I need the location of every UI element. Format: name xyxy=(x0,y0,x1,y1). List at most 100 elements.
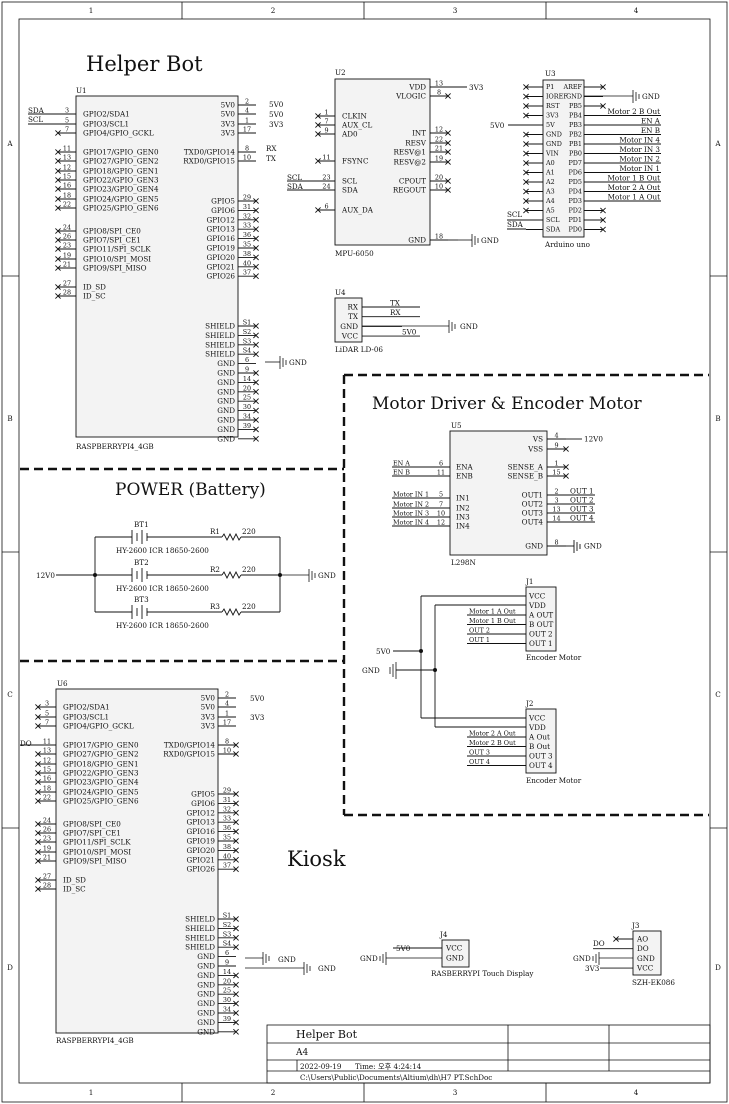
u2-net-scl: SCL xyxy=(287,173,302,182)
u6-net-3v3: 3V3 xyxy=(250,713,265,722)
no-connect-mark xyxy=(523,93,529,100)
no-connect-mark xyxy=(35,761,41,767)
u3-right-pin-pd0: PD0 xyxy=(569,226,583,234)
battery-ref-bt2: BT2 xyxy=(134,558,149,567)
u1-uart-pin-1: RXD0/GPIO15 xyxy=(183,157,235,166)
u1-gnd-7-pin-number: 20 xyxy=(243,384,251,392)
u6-left-pin-gpio10-spi-mosi: GPIO10/SPI_MOSI xyxy=(63,848,131,857)
u1-left-pin-gpio9-spi-miso: GPIO9/SPI_MISO xyxy=(83,264,147,273)
u2-left-pin-ad0: AD0 xyxy=(341,130,358,139)
u2-right-6-pin-number: 20 xyxy=(435,174,443,182)
u1-gnd-8-pin-number: 25 xyxy=(243,394,251,402)
u5-right-1-pin-number: 9 xyxy=(554,442,558,450)
u5-right-8-pin-number: 8 xyxy=(554,539,558,547)
u1-left-16-pin-number: 28 xyxy=(63,289,71,297)
u5-left-pin-in4: IN4 xyxy=(456,522,470,531)
no-connect-mark xyxy=(523,141,529,147)
no-connect-mark xyxy=(445,178,451,184)
u6-gnd-pin-6: GND xyxy=(197,971,215,980)
no-connect-mark xyxy=(233,819,239,826)
col-label-4-bottom: 4 xyxy=(634,1088,639,1097)
u5-net-out-2: OUT 2 xyxy=(570,496,594,505)
u1-left-15-pin-number: 27 xyxy=(63,280,71,288)
u5-net-motor-in-2: Motor IN 2 xyxy=(393,501,429,509)
j1-designator: J1 xyxy=(525,577,533,586)
no-connect-mark xyxy=(233,934,239,941)
u1-gnd-10-pin-number: 34 xyxy=(243,413,251,421)
no-connect-mark xyxy=(233,972,239,979)
u3-left-pin-3v3: 3V3 xyxy=(546,112,559,120)
u6-left-0-pin-number: 3 xyxy=(45,700,49,708)
u3-arduino-uno: U3 Arduino uno 5V0 SCL SDA GND P1IOREFRS… xyxy=(490,69,661,249)
u6-left-16-pin-number: 28 xyxy=(43,882,51,890)
u1-gpio-pin-gpio26: GPIO26 xyxy=(207,272,236,281)
ground-symbol xyxy=(265,356,287,369)
no-connect-mark xyxy=(445,130,451,136)
u1-gnd-pin-6: GND xyxy=(217,378,235,387)
j1-part: Encoder Motor xyxy=(526,653,582,662)
j4-body xyxy=(441,939,470,968)
u3-right-pin-pb0: PB0 xyxy=(569,150,582,158)
no-connect-mark xyxy=(445,149,451,155)
u2-right-7-pin-number: 10 xyxy=(435,183,443,191)
u3-right-pin-aref: AREF xyxy=(562,83,582,91)
u2-left-0-pin-number: 1 xyxy=(324,109,328,117)
no-connect-mark xyxy=(233,866,239,873)
u1-gpio-pin-gpio16: GPIO16 xyxy=(207,234,236,243)
j1-pin-out-2: OUT 2 xyxy=(529,630,553,639)
no-connect-mark xyxy=(35,789,41,795)
u1-power-pin-2: 3V3 xyxy=(221,120,236,129)
u6-left-9-pin-number: 22 xyxy=(43,794,51,802)
u1-net-3v3: 3V3 xyxy=(269,120,284,129)
u1-uart-0-pin-number: 8 xyxy=(245,145,249,153)
u5-left-0-pin-number: 6 xyxy=(439,460,443,468)
u2-left-4-pin-number: 23 xyxy=(322,174,330,182)
u5-left-pin-in3: IN3 xyxy=(456,513,470,522)
no-connect-mark xyxy=(35,849,41,855)
u2-designator: U2 xyxy=(335,68,346,77)
no-connect-mark xyxy=(35,886,41,892)
u1-left-pin-gpio11-spi-sclk: GPIO11/SPI_SCLK xyxy=(83,245,151,254)
resistor-r3 xyxy=(221,607,242,617)
u5-part: L298N xyxy=(451,558,476,567)
no-connect-mark xyxy=(613,936,619,942)
no-connect-mark xyxy=(523,179,529,185)
no-connect-mark xyxy=(253,323,259,329)
u6-gnd-1-pin-number: S2 xyxy=(223,921,231,929)
u2-part: MPU-6050 xyxy=(335,249,374,258)
u2-right-pin-gnd: GND xyxy=(408,236,426,245)
u1-left-9-pin-number: 22 xyxy=(63,201,71,209)
u1-left-4-pin-number: 13 xyxy=(63,154,71,162)
j3-pin-vcc: VCC xyxy=(636,964,654,973)
u2-net-sda: SDA xyxy=(287,182,304,191)
battery-ref-bt1: BT1 xyxy=(134,520,149,529)
resistor-value-r3: 220 xyxy=(242,602,256,611)
u6-left-10-pin-number: 24 xyxy=(43,817,51,825)
resistor-value-r2: 220 xyxy=(242,565,256,574)
j2-net-out-3: OUT 3 xyxy=(469,749,490,757)
no-connect-mark xyxy=(253,351,259,358)
j2-part: Encoder Motor xyxy=(526,776,582,785)
u6-left-pin-gpio8-spi-ce0: GPIO8/SPI_CE0 xyxy=(63,820,121,829)
u1-gpio-5-pin-number: 35 xyxy=(243,241,251,249)
no-connect-mark xyxy=(35,714,41,720)
u6-left-11-pin-number: 26 xyxy=(43,826,51,834)
u6-gpio-pin-gpio13: GPIO13 xyxy=(187,818,216,827)
no-connect-mark xyxy=(523,150,529,157)
u3-net-motor-in-3: Motor IN 3 xyxy=(619,145,660,154)
j1-net-out-1: OUT 1 xyxy=(469,636,490,644)
title-block-time: 오후 4:24:14 xyxy=(378,1062,422,1071)
u1-left-pin-id-sc: ID_SC xyxy=(83,292,106,301)
u1-left-pin-gpio4-gpio-gckl: GPIO4/GPIO_GCKL xyxy=(83,129,154,138)
no-connect-mark xyxy=(315,131,321,137)
u6-gpio-3-pin-number: 33 xyxy=(223,815,231,823)
j4-designator: J4 xyxy=(439,930,448,939)
power-gnd-label: GND xyxy=(318,571,336,580)
u1-left-pin-gpio2-sda1: GPIO2/SDA1 xyxy=(83,110,130,119)
u5-net-out-3: OUT 3 xyxy=(570,505,594,514)
u1-power-3-pin-number: 17 xyxy=(243,126,251,134)
u3-part: Arduino uno xyxy=(544,240,590,249)
no-connect-mark xyxy=(233,856,239,863)
